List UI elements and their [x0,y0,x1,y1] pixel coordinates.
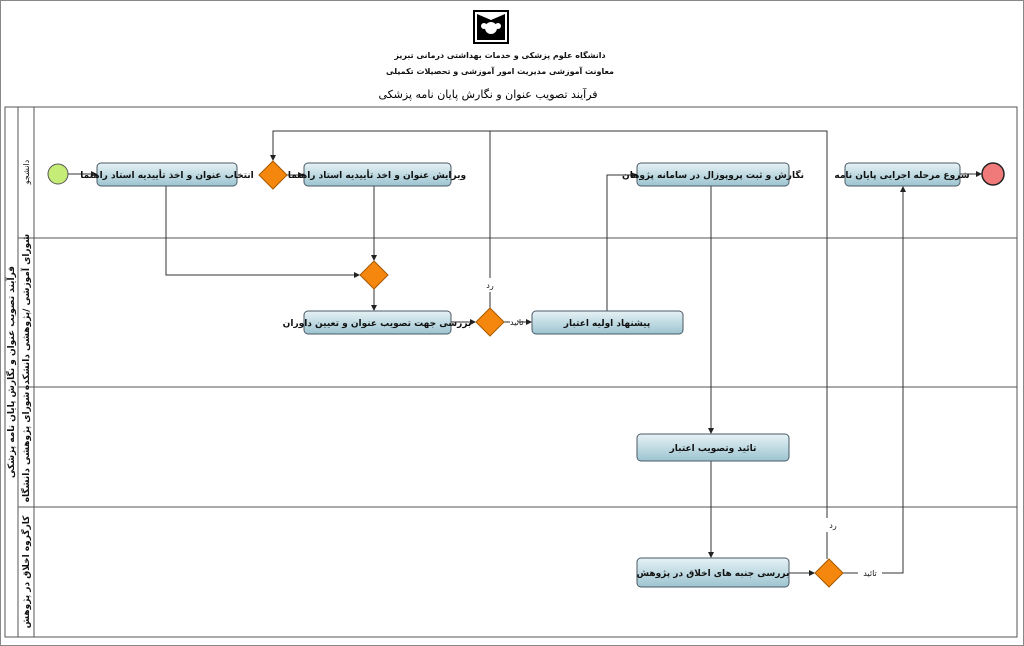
lane-student: دانشجو [22,159,31,185]
decision-ethics[interactable] [814,558,844,588]
decision-merge-2[interactable] [359,260,389,290]
university-name: دانشگاه علوم پزشکی و خدمات بهداشتی درمان… [393,50,605,60]
svg-text:تائید وتصویب اعتبار: تائید وتصویب اعتبار [669,444,757,454]
university-logo [473,10,509,44]
svg-text:پیشنهاد اولیه اعتبار: پیشنهاد اولیه اعتبار [563,319,650,329]
edge-label-approve: تائید [510,318,524,327]
edge-label-reject: رد [486,281,494,290]
svg-text:نگارش و ثبت پروپوزال در سامانه: نگارش و ثبت پروپوزال در سامانه پژوهان [622,169,804,181]
edge-label-approve: تائید [863,569,877,578]
activity-select-title[interactable]: انتخاب عنوان و اخذ تأییدیه استاد راهنما [80,162,254,187]
activity-ethics-review[interactable]: بررسی جنبه های اخلاق در پژوهش [636,557,790,588]
decision-faculty[interactable] [475,307,505,337]
svg-text:بررسی جهت تصویب عنوان و تعیین: بررسی جهت تصویب عنوان و تعیین داوران [283,319,472,329]
activity-start-thesis[interactable]: شروع مرحله اجرایی پایان نامه [834,162,970,187]
activity-write-proposal[interactable]: نگارش و ثبت پروپوزال در سامانه پژوهان [622,162,804,187]
activity-review-title[interactable]: بررسی جهت تصویب عنوان و تعیین داوران [283,310,472,335]
end-node[interactable] [981,162,1005,186]
svg-text:شروع مرحله اجرایی پایان نامه: شروع مرحله اجرایی پایان نامه [834,171,969,181]
lane-faculty-council: شورای آموزشی /پژوهشی دانشکده [20,234,32,390]
page-title: فرآیند تصویب عنوان و نگارش پایان نامه پز… [378,87,597,101]
deputy-name: معاونت آموزشی مدیریت امور آموزشی و تحصیل… [386,66,614,76]
pool-border [4,106,1018,638]
svg-text:ویرایش عنوان و اخذ تأییدیه است: ویرایش عنوان و اخذ تأییدیه استاد راهنما [288,169,466,181]
start-node[interactable] [47,163,69,185]
svg-text:بررسی جنبه های اخلاق در پژوهش: بررسی جنبه های اخلاق در پژوهش [637,569,790,579]
activity-approve-budget[interactable]: تائید وتصویب اعتبار [636,433,790,462]
pool-title: فرآیند تصویب عنوان و نگارش پایان نامه پز… [5,266,17,478]
edges [68,130,982,576]
edge-label-reject: رد [829,521,837,530]
svg-text:انتخاب عنوان و اخذ تأییدیه است: انتخاب عنوان و اخذ تأییدیه استاد راهنما [80,169,254,181]
activity-propose-budget[interactable]: پیشنهاد اولیه اعتبار [531,310,684,335]
lane-ethics-committee: کارگروه اخلاق در پژوهش [20,515,32,628]
decision-merge-1[interactable] [258,160,288,190]
lane-university-council: شورای پژوهشی دانشگاه [20,392,32,503]
activity-edit-title[interactable]: ویرایش عنوان و اخذ تأییدیه استاد راهنما [288,162,466,187]
